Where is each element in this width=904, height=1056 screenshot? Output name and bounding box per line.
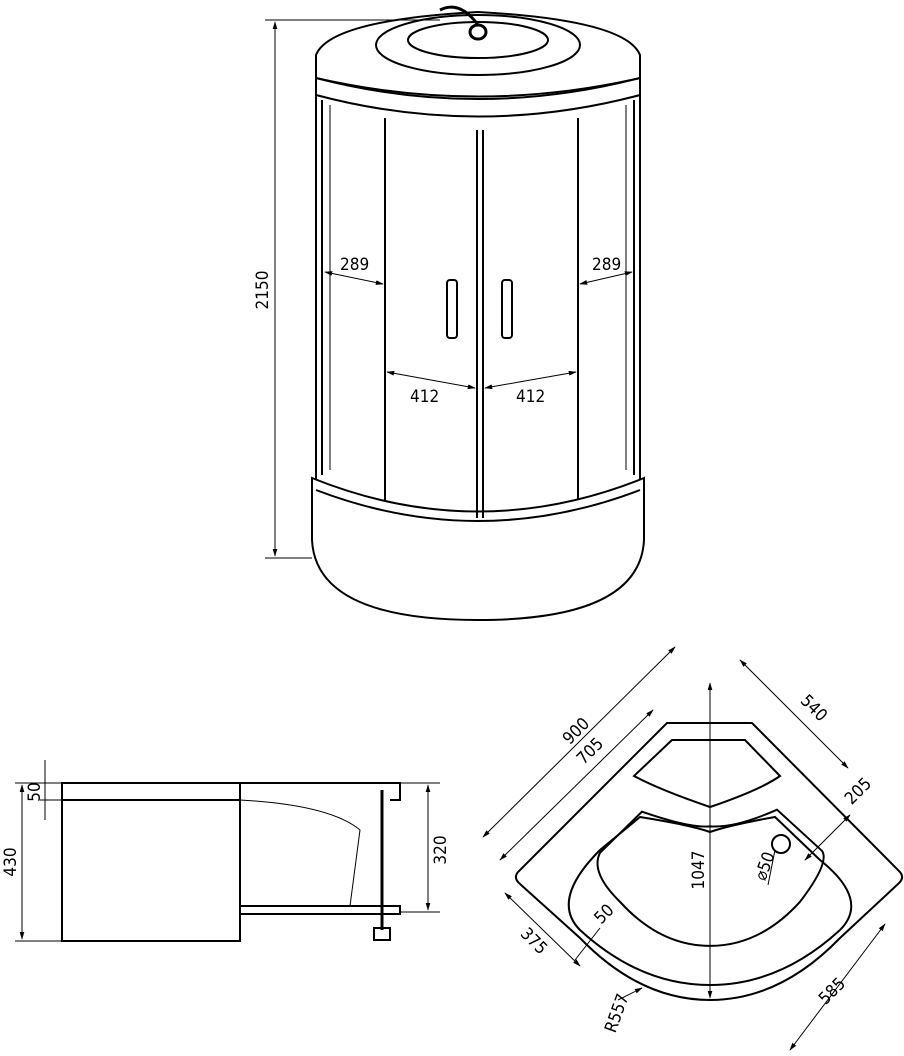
tray-outline [514, 722, 904, 1002]
front-offset-dimension: 375 [516, 924, 551, 959]
drain-offset-dimension: 205 [841, 774, 876, 809]
door-left [384, 118, 478, 518]
tray-body [61, 782, 241, 942]
total-height-dimension: 430 [1, 847, 21, 876]
left-door-width: 412 [410, 387, 439, 407]
drain-diameter-dimension: ⌀50 [751, 849, 780, 883]
right-panel-width: 289 [592, 255, 621, 275]
front-view: 2150 289 289 412 412 [253, 5, 645, 622]
plan-view: 1047 900 705 540 205 ⌀50 50 375 R557 585 [482, 646, 904, 1051]
left-panel-width: 289 [340, 255, 369, 275]
side-view: 430 50 320 [1, 760, 451, 942]
shower-tray-base [311, 476, 645, 622]
roof-cap [315, 10, 641, 98]
rim-height-dimension: 50 [25, 782, 45, 801]
door-right [482, 118, 579, 518]
radius-dimension: R557 [601, 991, 633, 1035]
door-handle-right [501, 279, 513, 339]
side-depth-dimension: 540 [796, 691, 831, 726]
drain-hole [771, 834, 791, 854]
rim-width-dimension: 50 [591, 901, 619, 929]
height-dimension: 2150 [253, 271, 273, 310]
right-door-width: 412 [516, 387, 545, 407]
door-handle-left [446, 279, 458, 339]
tray-height-dimension: 320 [431, 835, 451, 864]
rain-shower-head [375, 14, 581, 76]
diagonal-dimension: 1047 [689, 851, 709, 890]
front-depth-dimension: 585 [815, 974, 850, 1009]
